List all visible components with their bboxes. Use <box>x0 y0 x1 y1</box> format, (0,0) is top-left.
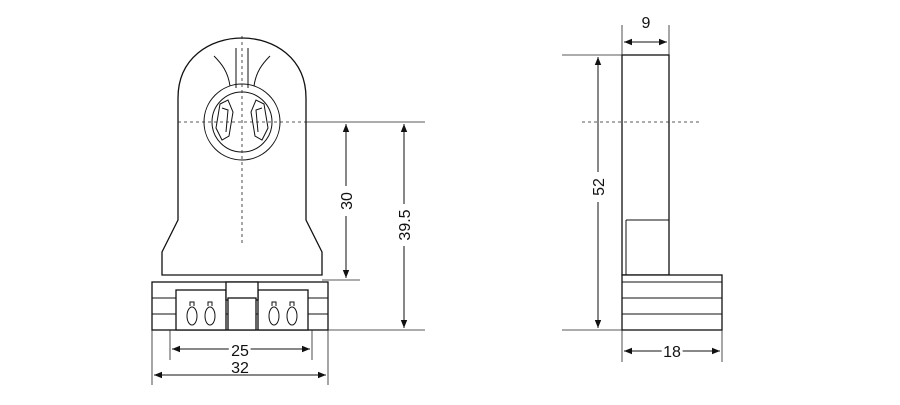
dimension-9-label: 9 <box>642 15 651 32</box>
dimension-52-label: 52 <box>591 178 608 196</box>
dimension-32-label: 32 <box>231 360 249 377</box>
dimension-39-5-label: 39.5 <box>397 209 414 240</box>
dimension-9: 9 <box>624 15 667 46</box>
side-view: 9 52 18 <box>562 15 723 364</box>
dimension-30-label: 30 <box>339 192 356 210</box>
dimension-25-label: 25 <box>231 343 249 360</box>
left-contact-clip <box>215 99 234 141</box>
screw-terminal-right-2 <box>286 301 298 326</box>
dimension-39-5: 39.5 <box>394 124 414 328</box>
dimension-30: 30 <box>336 124 356 278</box>
terminal-base <box>151 281 329 331</box>
front-view: 30 39.5 25 32 <box>151 36 425 385</box>
right-contact-clip <box>250 99 269 141</box>
side-base <box>621 274 723 331</box>
dimension-32: 32 <box>154 360 326 379</box>
dimension-25: 25 <box>172 340 310 363</box>
screw-terminal-left-2 <box>204 301 216 326</box>
dimension-52: 52 <box>588 57 608 328</box>
side-plate <box>621 54 670 276</box>
dimension-18: 18 <box>624 341 720 364</box>
screw-terminal-left-1 <box>186 301 198 326</box>
screw-terminal-right-1 <box>268 301 280 326</box>
dimension-18-label: 18 <box>663 344 681 361</box>
